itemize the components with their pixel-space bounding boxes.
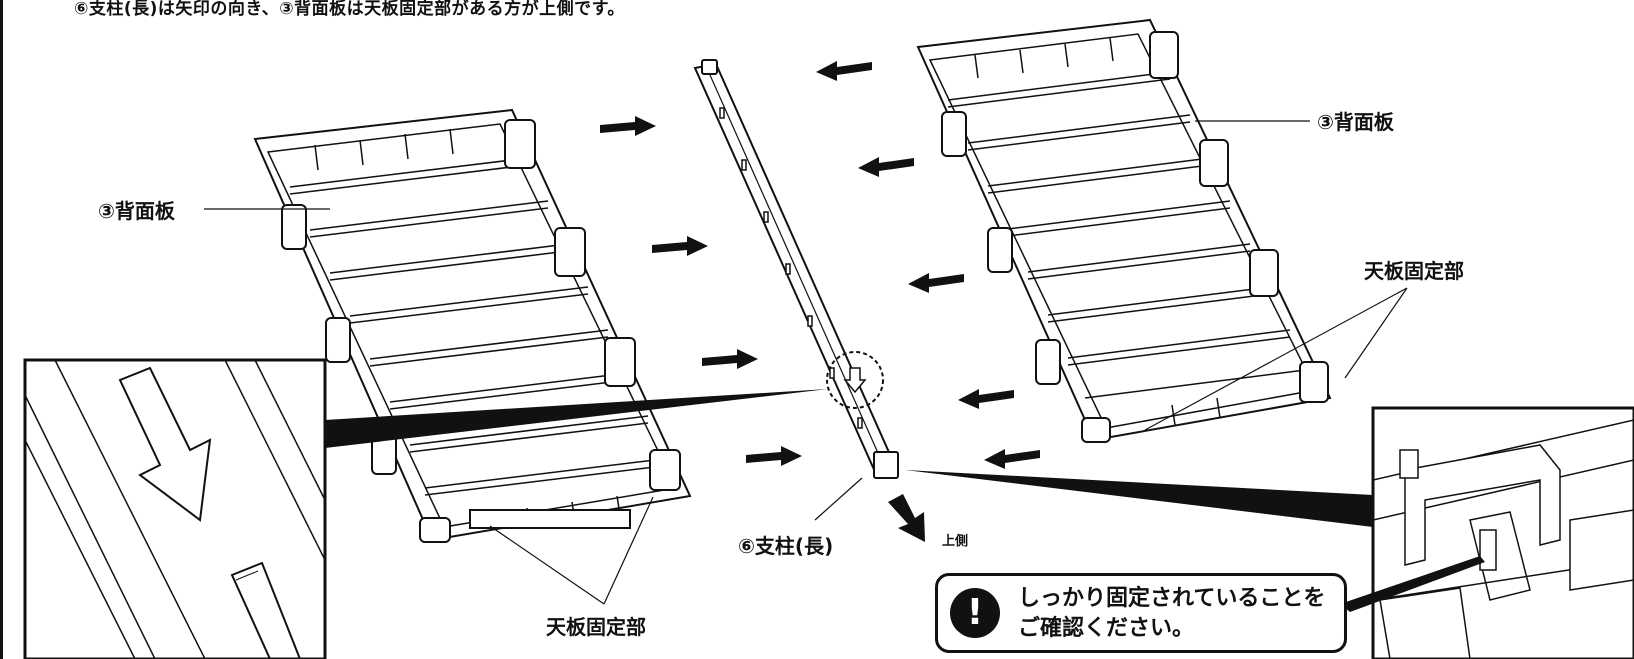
leader-lines [204, 120, 1408, 605]
notice-line-2: ご確認ください。 [1018, 616, 1195, 641]
label-top-side: 上側 [942, 534, 969, 549]
arrow-right-1 [600, 116, 656, 136]
label-back-panel-left: ③背面板 [98, 199, 175, 223]
arrow-right-3 [702, 349, 758, 369]
confirmation-notice: ! しっかり固定されていることを ご確認ください。 [935, 573, 1347, 653]
arrow-left-1 [816, 61, 872, 81]
label-back-panel-right: ③背面板 [1317, 110, 1394, 134]
inset-fixing-detail [1340, 406, 1634, 659]
arrow-left-4 [958, 389, 1014, 409]
label-top-fixing-right: 天板固定部 [1364, 259, 1464, 283]
notice-line-1: しっかり固定されていることを [1018, 586, 1326, 611]
exclamation-icon: ! [950, 588, 1000, 638]
label-post-long: ⑥支柱(長) [738, 534, 834, 558]
arrow-down-top-side [888, 494, 925, 542]
direction-arrows [600, 61, 1040, 542]
arrow-left-2 [858, 157, 914, 177]
arrow-right-4 [746, 446, 802, 466]
arrow-left-3 [908, 273, 964, 293]
callout-wedges [325, 389, 1373, 527]
notice-text: しっかり固定されていることを ご確認ください。 [1018, 584, 1325, 644]
post-long-illustration [693, 59, 899, 479]
back-panel-left [253, 108, 692, 543]
arrow-right-2 [652, 236, 708, 256]
left-frame-border [0, 0, 3, 659]
arrow-left-5 [984, 449, 1040, 469]
inset-arrow-detail [23, 358, 327, 659]
label-top-fixing-left: 天板固定部 [546, 615, 646, 639]
instruction-caption: ⑥支柱(長)は矢印の向き、③背面板は天板固定部がある方が上側です。 [74, 0, 625, 19]
back-panel-right [916, 18, 1332, 443]
